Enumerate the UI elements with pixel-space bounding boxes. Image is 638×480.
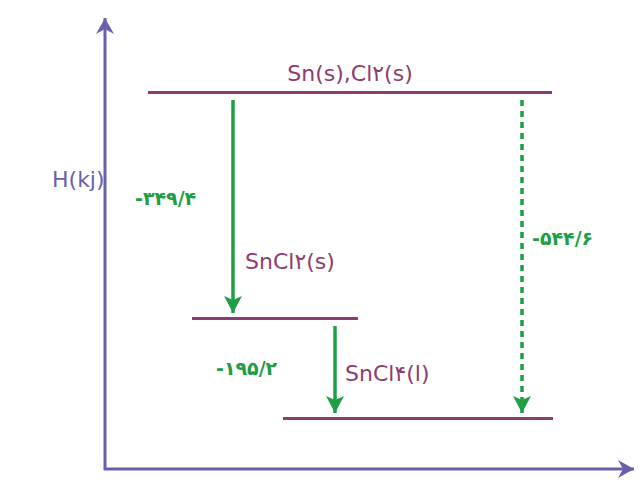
energy-level: Sn(s),Cl۲(s) — [148, 91, 552, 94]
species-label: Sn(s),Cl۲(s) — [287, 62, 412, 86]
enthalpy-arrow — [333, 326, 337, 413]
enthalpy-arrow — [520, 100, 524, 413]
enthalpy-value: -۱۹۵/۲ — [216, 358, 277, 379]
y-axis — [104, 18, 107, 470]
energy-level: SnCl۴(l) — [283, 417, 553, 420]
axis-label: H(kj) — [52, 168, 105, 192]
species-label: SnCl۲(s) — [245, 250, 335, 274]
species-label: SnCl۴(l) — [345, 362, 429, 386]
enthalpy-arrow — [231, 100, 235, 313]
enthalpy-value: -۳۴۹/۴ — [135, 188, 196, 209]
x-axis — [104, 468, 634, 471]
enthalpy-value: -۵۴۴/۶ — [532, 228, 593, 249]
energy-level: SnCl۲(s) — [192, 317, 358, 320]
